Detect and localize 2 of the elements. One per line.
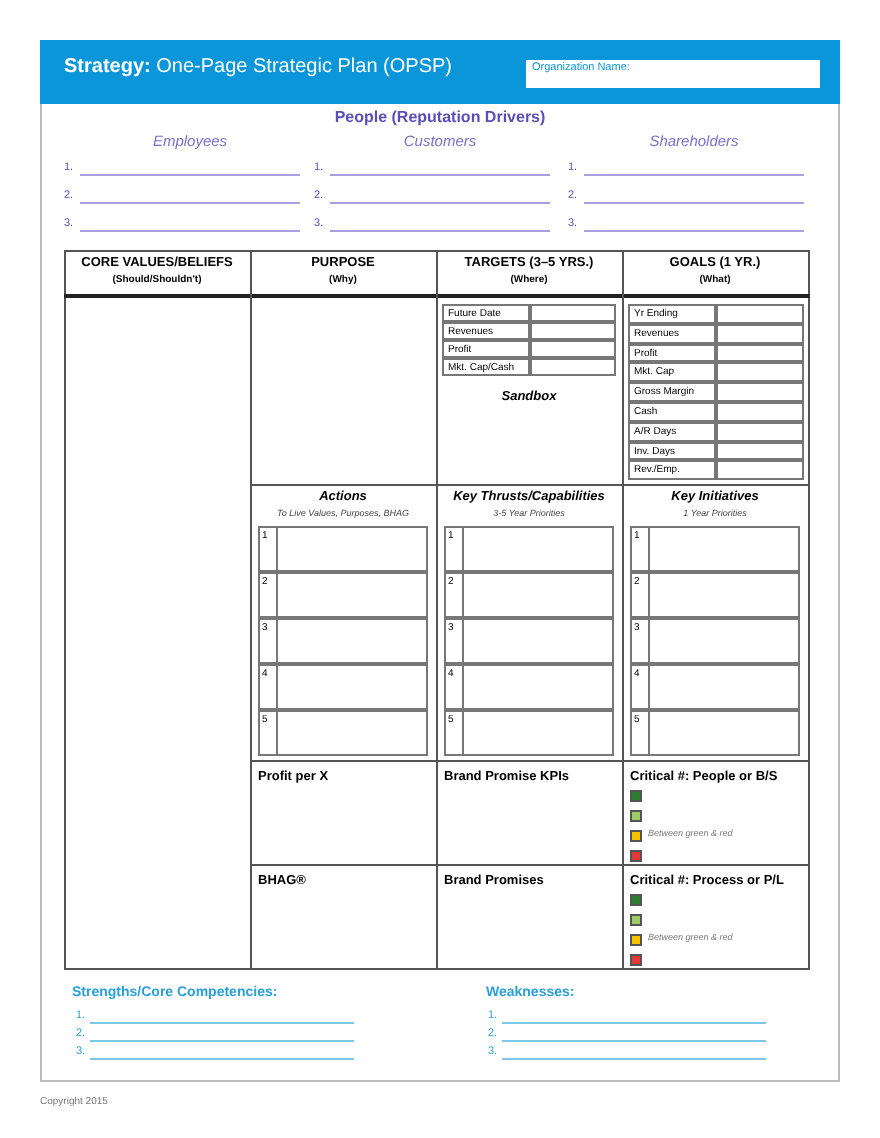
section-heading: People (Reputation Drivers) — [332, 110, 548, 128]
title-text: Strategy: One-Page Strategic Plan (OPSP) — [64, 56, 452, 78]
